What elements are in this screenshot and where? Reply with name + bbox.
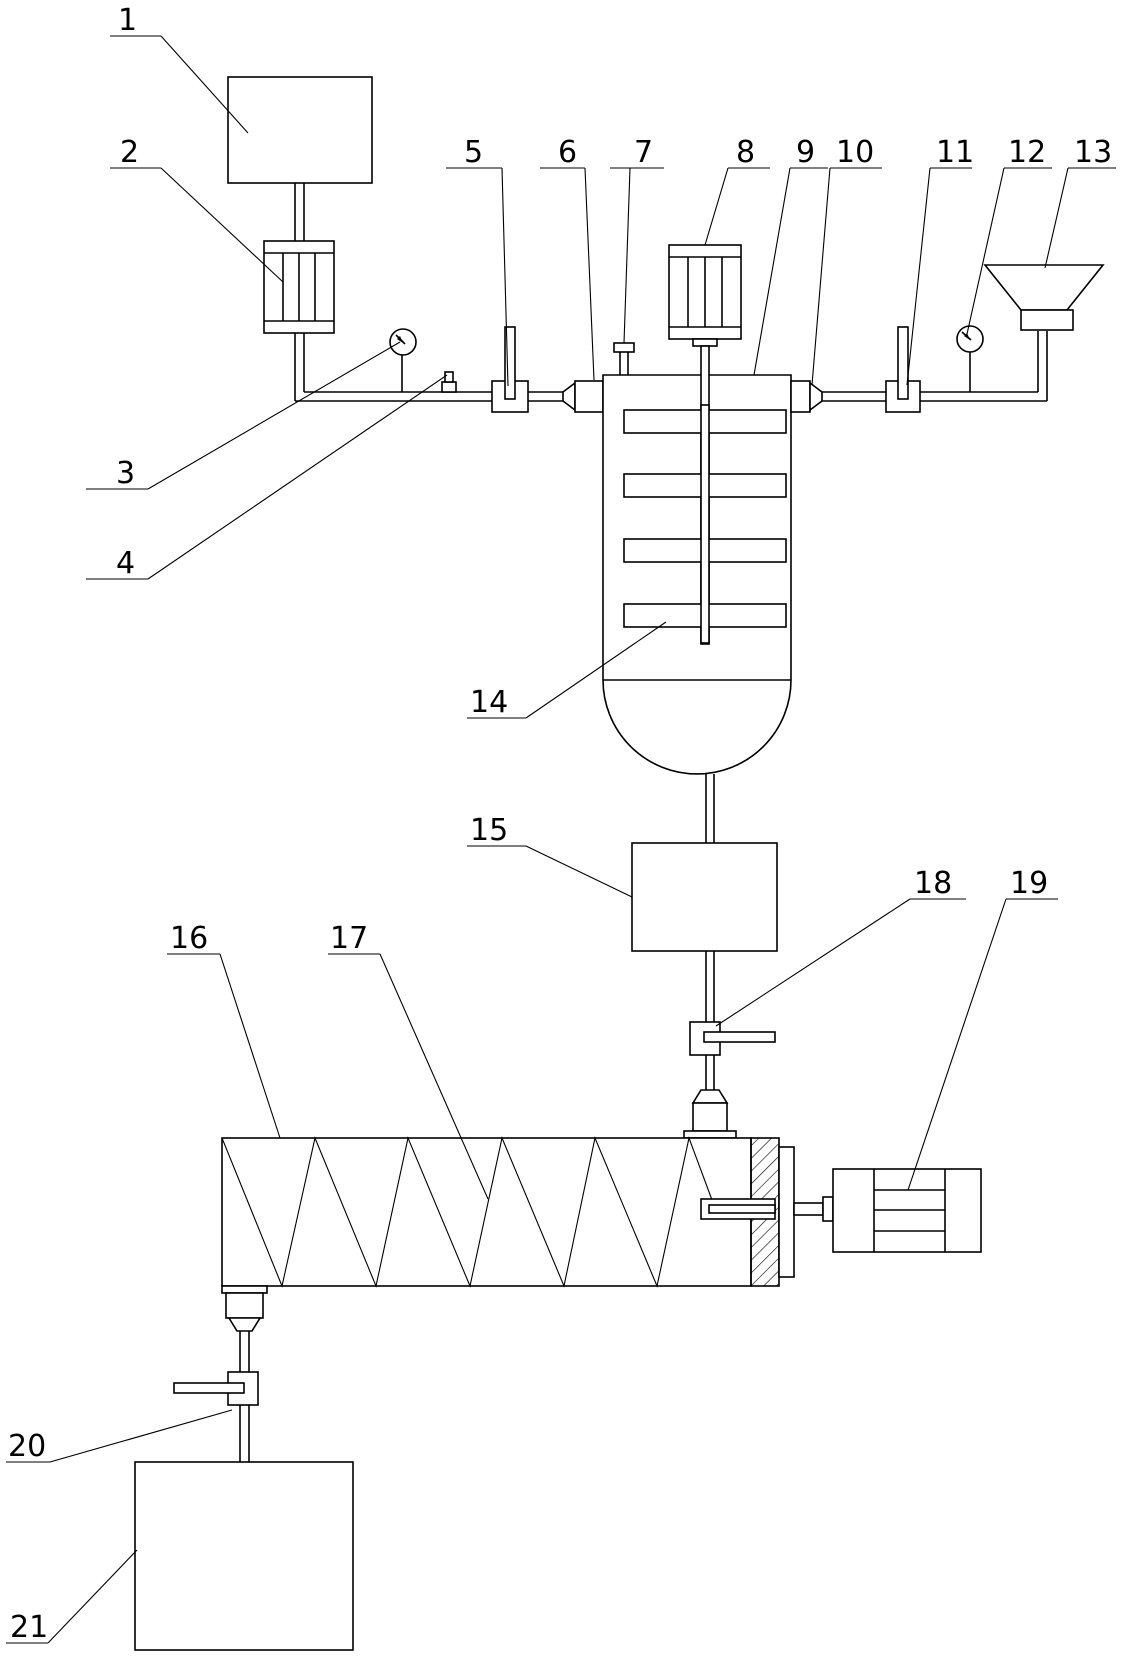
label-6: 6 [558, 135, 577, 170]
bearing-flange [778, 1146, 795, 1278]
agitator-shaft [700, 404, 710, 644]
component-12-pressure-gauge [956, 325, 984, 392]
component-15-unit [631, 842, 778, 952]
label-1: 1 [118, 3, 137, 38]
component-8-motor [668, 244, 742, 347]
label-7: 7 [634, 135, 653, 170]
label-13: 13 [1074, 135, 1112, 170]
inlet-connector [683, 1089, 737, 1139]
label-4: 4 [116, 546, 135, 581]
component-18-valve [689, 1021, 776, 1056]
component-1-tank [227, 76, 373, 184]
label-19: 19 [1010, 866, 1048, 901]
label-2: 2 [120, 135, 139, 170]
component-21-tank [134, 1461, 354, 1651]
drive-coupling [700, 1196, 834, 1222]
component-6-connector [562, 380, 604, 413]
component-7-vent [613, 342, 635, 375]
label-20: 20 [8, 1429, 46, 1464]
label-21: 21 [10, 1610, 48, 1645]
component-11-valve [885, 326, 921, 413]
label-10: 10 [836, 135, 874, 170]
component-13-hopper [983, 264, 1105, 331]
label-12: 12 [1008, 135, 1046, 170]
component-5-valve [491, 326, 529, 413]
label-3: 3 [116, 456, 135, 491]
label-15: 15 [470, 813, 508, 848]
component-4-fitting [441, 371, 457, 393]
label-9: 9 [796, 135, 815, 170]
component-9-reactor [602, 374, 792, 775]
label-17: 17 [330, 921, 368, 956]
component-17-screw-flight [221, 1136, 716, 1288]
label-5: 5 [464, 135, 483, 170]
label-16: 16 [170, 921, 208, 956]
label-11: 11 [936, 135, 974, 170]
outlet-connector [221, 1285, 268, 1332]
component-20-valve [173, 1371, 259, 1406]
component-2-pump [263, 240, 335, 334]
label-18: 18 [914, 866, 952, 901]
component-10-connector [790, 380, 823, 413]
label-14: 14 [470, 685, 508, 720]
component-19-motor [832, 1168, 982, 1253]
label-8: 8 [736, 135, 755, 170]
component-3-pressure-gauge [389, 328, 417, 392]
